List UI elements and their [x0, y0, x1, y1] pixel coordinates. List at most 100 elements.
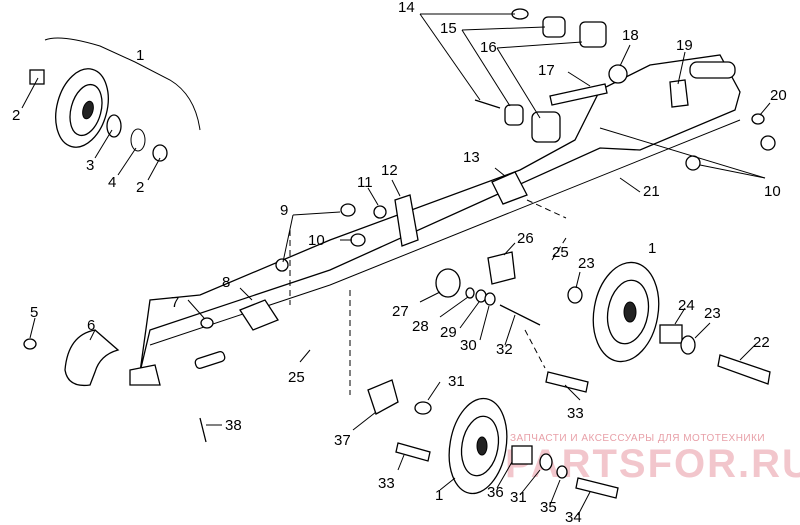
callout-6: 6 [87, 317, 95, 334]
callout-3: 3 [86, 157, 94, 174]
callout-9: 9 [280, 202, 288, 219]
watermark-brand: PARTSFOR.RU [505, 442, 800, 486]
bracket-12 [394, 194, 419, 247]
callout-13: 13 [463, 149, 480, 166]
callout-12: 12 [381, 162, 398, 179]
bolt-28 [465, 287, 475, 299]
bolt-22 [717, 354, 771, 385]
nut-9 [340, 203, 356, 217]
callout-18: 18 [622, 27, 639, 44]
callout-28: 28 [412, 318, 429, 335]
slide-block-13 [491, 171, 528, 205]
spacer-27 [435, 268, 461, 298]
slide-block-8 [239, 299, 279, 331]
bearing-3 [106, 114, 122, 138]
callout-23-a: 23 [578, 255, 595, 272]
callout-34: 34 [565, 509, 582, 525]
callout-32: 32 [496, 341, 513, 358]
callout-11: 11 [357, 174, 373, 191]
bolt-17 [549, 83, 608, 106]
callout-21: 21 [643, 183, 660, 200]
washer-30 [484, 292, 496, 306]
callout-31-b: 31 [510, 489, 527, 506]
bolt-5 [23, 338, 37, 350]
callout-33-left: 33 [378, 475, 395, 492]
callout-25-left: 25 [288, 369, 305, 386]
bolt-32 [499, 304, 541, 326]
washer-23a [567, 286, 583, 304]
bumper-15a [542, 16, 566, 38]
washer-31a [414, 401, 432, 415]
front-wheel-hub [476, 436, 488, 456]
watermark-caption: ЗАПЧАСТИ И АКСЕССУАРЫ ДЛЯ МОТОТЕХНИКИ [510, 433, 765, 444]
wheel-1-hub [82, 100, 94, 120]
callout-19: 19 [676, 37, 693, 54]
callout-25-right: 25 [552, 244, 569, 261]
bracket-37 [367, 379, 399, 415]
callout-1-front: 1 [435, 487, 443, 504]
nut-2 [152, 144, 168, 162]
bracket-line [44, 37, 201, 131]
callout-5: 5 [30, 304, 38, 321]
callout-7: 7 [171, 294, 179, 311]
callout-16: 16 [480, 39, 497, 56]
callout-31-a: 31 [448, 373, 465, 390]
callout-10-right: 10 [764, 183, 781, 200]
tip-6 [64, 329, 120, 387]
callout-labels: 1 2 3 4 2 14 15 16 18 19 17 20 10 21 13 … [12, 0, 787, 525]
bolt-33b [395, 442, 431, 462]
nut-9b [275, 258, 289, 272]
rear-wheel-1 [592, 261, 660, 363]
washer-35 [556, 465, 568, 479]
bolt-14b [474, 99, 501, 109]
washer-23b [680, 335, 696, 355]
bolt-38 [199, 417, 207, 443]
nut-10 [350, 233, 366, 247]
rail-tip [129, 364, 161, 386]
snap-ring-4 [130, 128, 146, 152]
front-wheel-1 [448, 397, 508, 495]
callout-37: 37 [334, 432, 351, 449]
rail-slot [689, 61, 736, 79]
bumper-16b [531, 111, 561, 143]
callout-14: 14 [398, 0, 415, 16]
idler-wheel-assembly-top [29, 37, 201, 162]
callout-26: 26 [517, 230, 534, 247]
callout-17: 17 [538, 62, 555, 79]
callout-2-right: 2 [136, 179, 144, 196]
callout-4: 4 [108, 174, 116, 191]
nut-7 [200, 317, 214, 329]
callout-23-b: 23 [704, 305, 721, 322]
bolt-20 [751, 113, 765, 125]
bumper-16a [579, 21, 607, 48]
callout-22: 22 [753, 334, 770, 351]
washer-31b [539, 453, 553, 471]
callout-2-left: 2 [12, 107, 20, 124]
bolt-33a [545, 371, 589, 393]
callout-33-right: 33 [567, 405, 584, 422]
nut-11 [373, 205, 387, 219]
nut-10-right [760, 135, 776, 151]
leader-lines [21, 13, 771, 516]
bumper-15b [504, 104, 524, 126]
watermark: ЗАПЧАСТИ И АКСЕССУАРЫ ДЛЯ МОТОТЕХНИКИ PA… [505, 433, 800, 486]
rail-21 [139, 54, 741, 373]
spacer-24 [659, 324, 683, 344]
rail-front-slot [194, 350, 226, 370]
mount-26 [487, 251, 516, 285]
bolt-34 [575, 477, 619, 499]
callout-20: 20 [770, 87, 787, 104]
spacer-36 [511, 445, 533, 465]
nut-18 [608, 64, 628, 84]
callout-27: 27 [392, 303, 409, 320]
bolt-2-top [29, 69, 45, 85]
callout-30: 30 [460, 337, 477, 354]
rear-wheel-hub [623, 301, 637, 323]
callout-1-rear: 1 [648, 240, 656, 257]
callout-36: 36 [487, 484, 504, 501]
callout-15: 15 [440, 20, 457, 37]
callout-10-left: 10 [308, 232, 325, 249]
callout-24: 24 [678, 297, 695, 314]
callout-38: 38 [225, 417, 242, 434]
